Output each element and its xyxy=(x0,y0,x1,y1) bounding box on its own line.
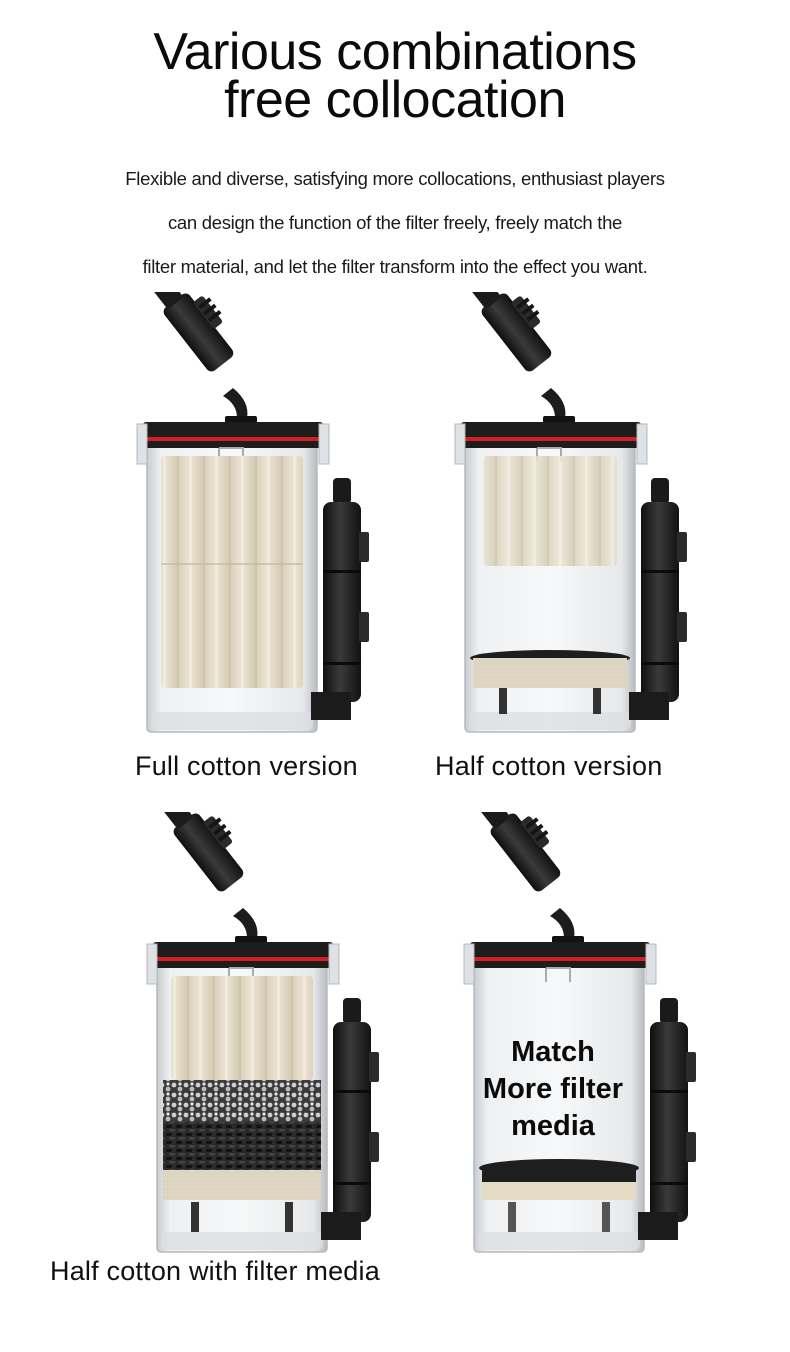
description-line-3: filter material, and let the filter tran… xyxy=(142,256,648,277)
overlay-line-3: media xyxy=(511,1110,595,1142)
caption-full-cotton: Full cotton version xyxy=(135,751,358,781)
overlay-line-2: More filter xyxy=(482,1073,624,1105)
description-line-2: can design the function of the filter fr… xyxy=(167,212,623,233)
title-line-1: Various combinations xyxy=(153,23,637,81)
overlay-line-1: Match xyxy=(511,1036,595,1068)
product-image-half-cotton-media xyxy=(135,812,395,1262)
caption-half-cotton: Half cotton version xyxy=(435,751,663,781)
description-line-1: Flexible and diverse, satisfying more co… xyxy=(125,168,665,189)
caption-half-cotton-media: Half cotton with filter media xyxy=(50,1256,380,1286)
page-title: Various combinations free collocation xyxy=(0,23,790,129)
product-image-full-cotton xyxy=(125,292,385,742)
product-image-empty xyxy=(452,812,712,1262)
title-line-2: free collocation xyxy=(224,71,566,129)
match-more-media-overlay: Match More filter media xyxy=(470,1034,636,1145)
product-image-half-cotton xyxy=(443,292,703,742)
